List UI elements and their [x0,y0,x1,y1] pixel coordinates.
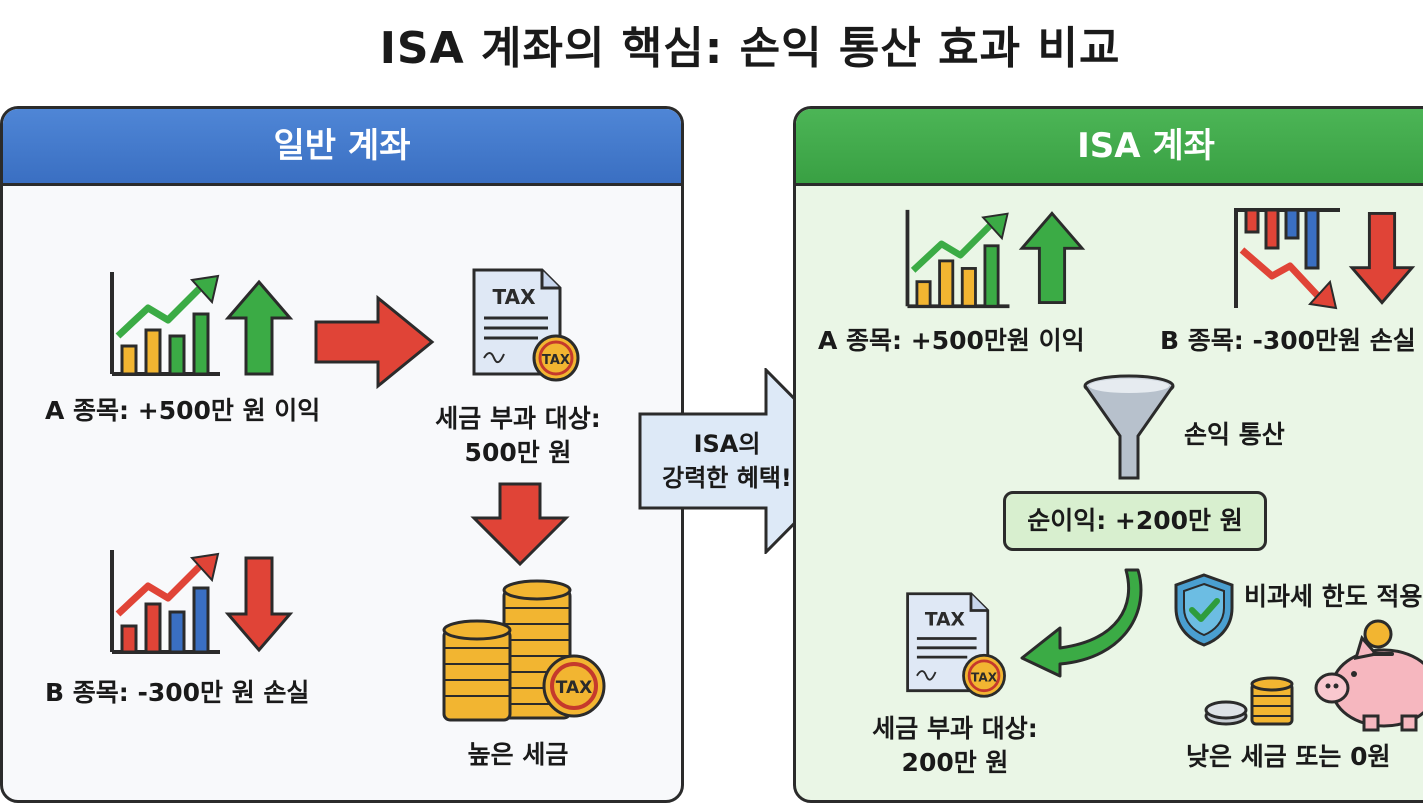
isa-tax-coin-text: TAX [971,670,998,684]
isa-tax-doc-text: TAX [925,609,965,630]
general-stock-b-label: B 종목: -300만 원 손실 [45,678,310,707]
page-title: ISA 계좌의 핵심: 손익 통산 효과 비교 [379,23,1121,74]
up-arrow-icon [224,279,294,376]
isa-down-arrow-icon [1348,211,1416,305]
general-account-panel: 일반 계좌 [0,106,684,803]
isa-falling-chart-icon [1234,208,1340,310]
right-arrow-icon [314,294,435,390]
isa-tax-target-label: 세금 부과 대상: 200만 원 [872,714,1038,777]
benefit-callout-text: ISA의 강력한 혜택! [662,430,792,492]
tax-document-icon: TAX TAX [472,268,580,382]
isa-account-header: ISA 계좌 [796,109,1423,186]
shield-check-icon [1174,573,1234,647]
down-arrow-icon [470,482,570,567]
general-account-header: 일반 계좌 [3,109,681,186]
coin-tax-text: TAX [556,678,593,698]
mixed-chart-icon [110,550,220,654]
coin-stack-icon: TAX [442,579,606,722]
isa-stock-a-label: A 종목: +500만원 이익 [818,326,1085,355]
low-tax-label: 낮은 세금 또는 0원 [1186,742,1391,771]
loss-down-arrow-icon [224,556,294,653]
tax-coin-text: TAX [542,353,570,368]
isa-growth-chart-icon [905,209,1010,309]
isa-up-arrow-icon [1018,211,1086,305]
offset-label: 손익 통산 [1184,420,1285,449]
high-tax-label: 높은 세금 [467,740,569,769]
piggy-bank-icon [1314,619,1423,732]
funnel-icon [1083,374,1175,480]
general-stock-a-label: A 종목: +500만 원 이익 [45,396,321,425]
growth-chart-icon [110,272,220,376]
general-tax-target-label: 세금 부과 대상: 500만 원 [435,404,601,467]
tax-doc-text: TAX [493,285,537,309]
isa-stock-b-label: B 종목: -300만원 손실 [1160,326,1416,355]
small-coins-icon [1204,676,1294,726]
tax-free-limit-label: 비과세 한도 적용 [1244,582,1423,611]
curved-arrow-icon [1020,568,1143,678]
isa-tax-document-icon: TAX TAX [906,592,1006,698]
net-profit-box: 순이익: +200만 원 [1003,491,1267,551]
